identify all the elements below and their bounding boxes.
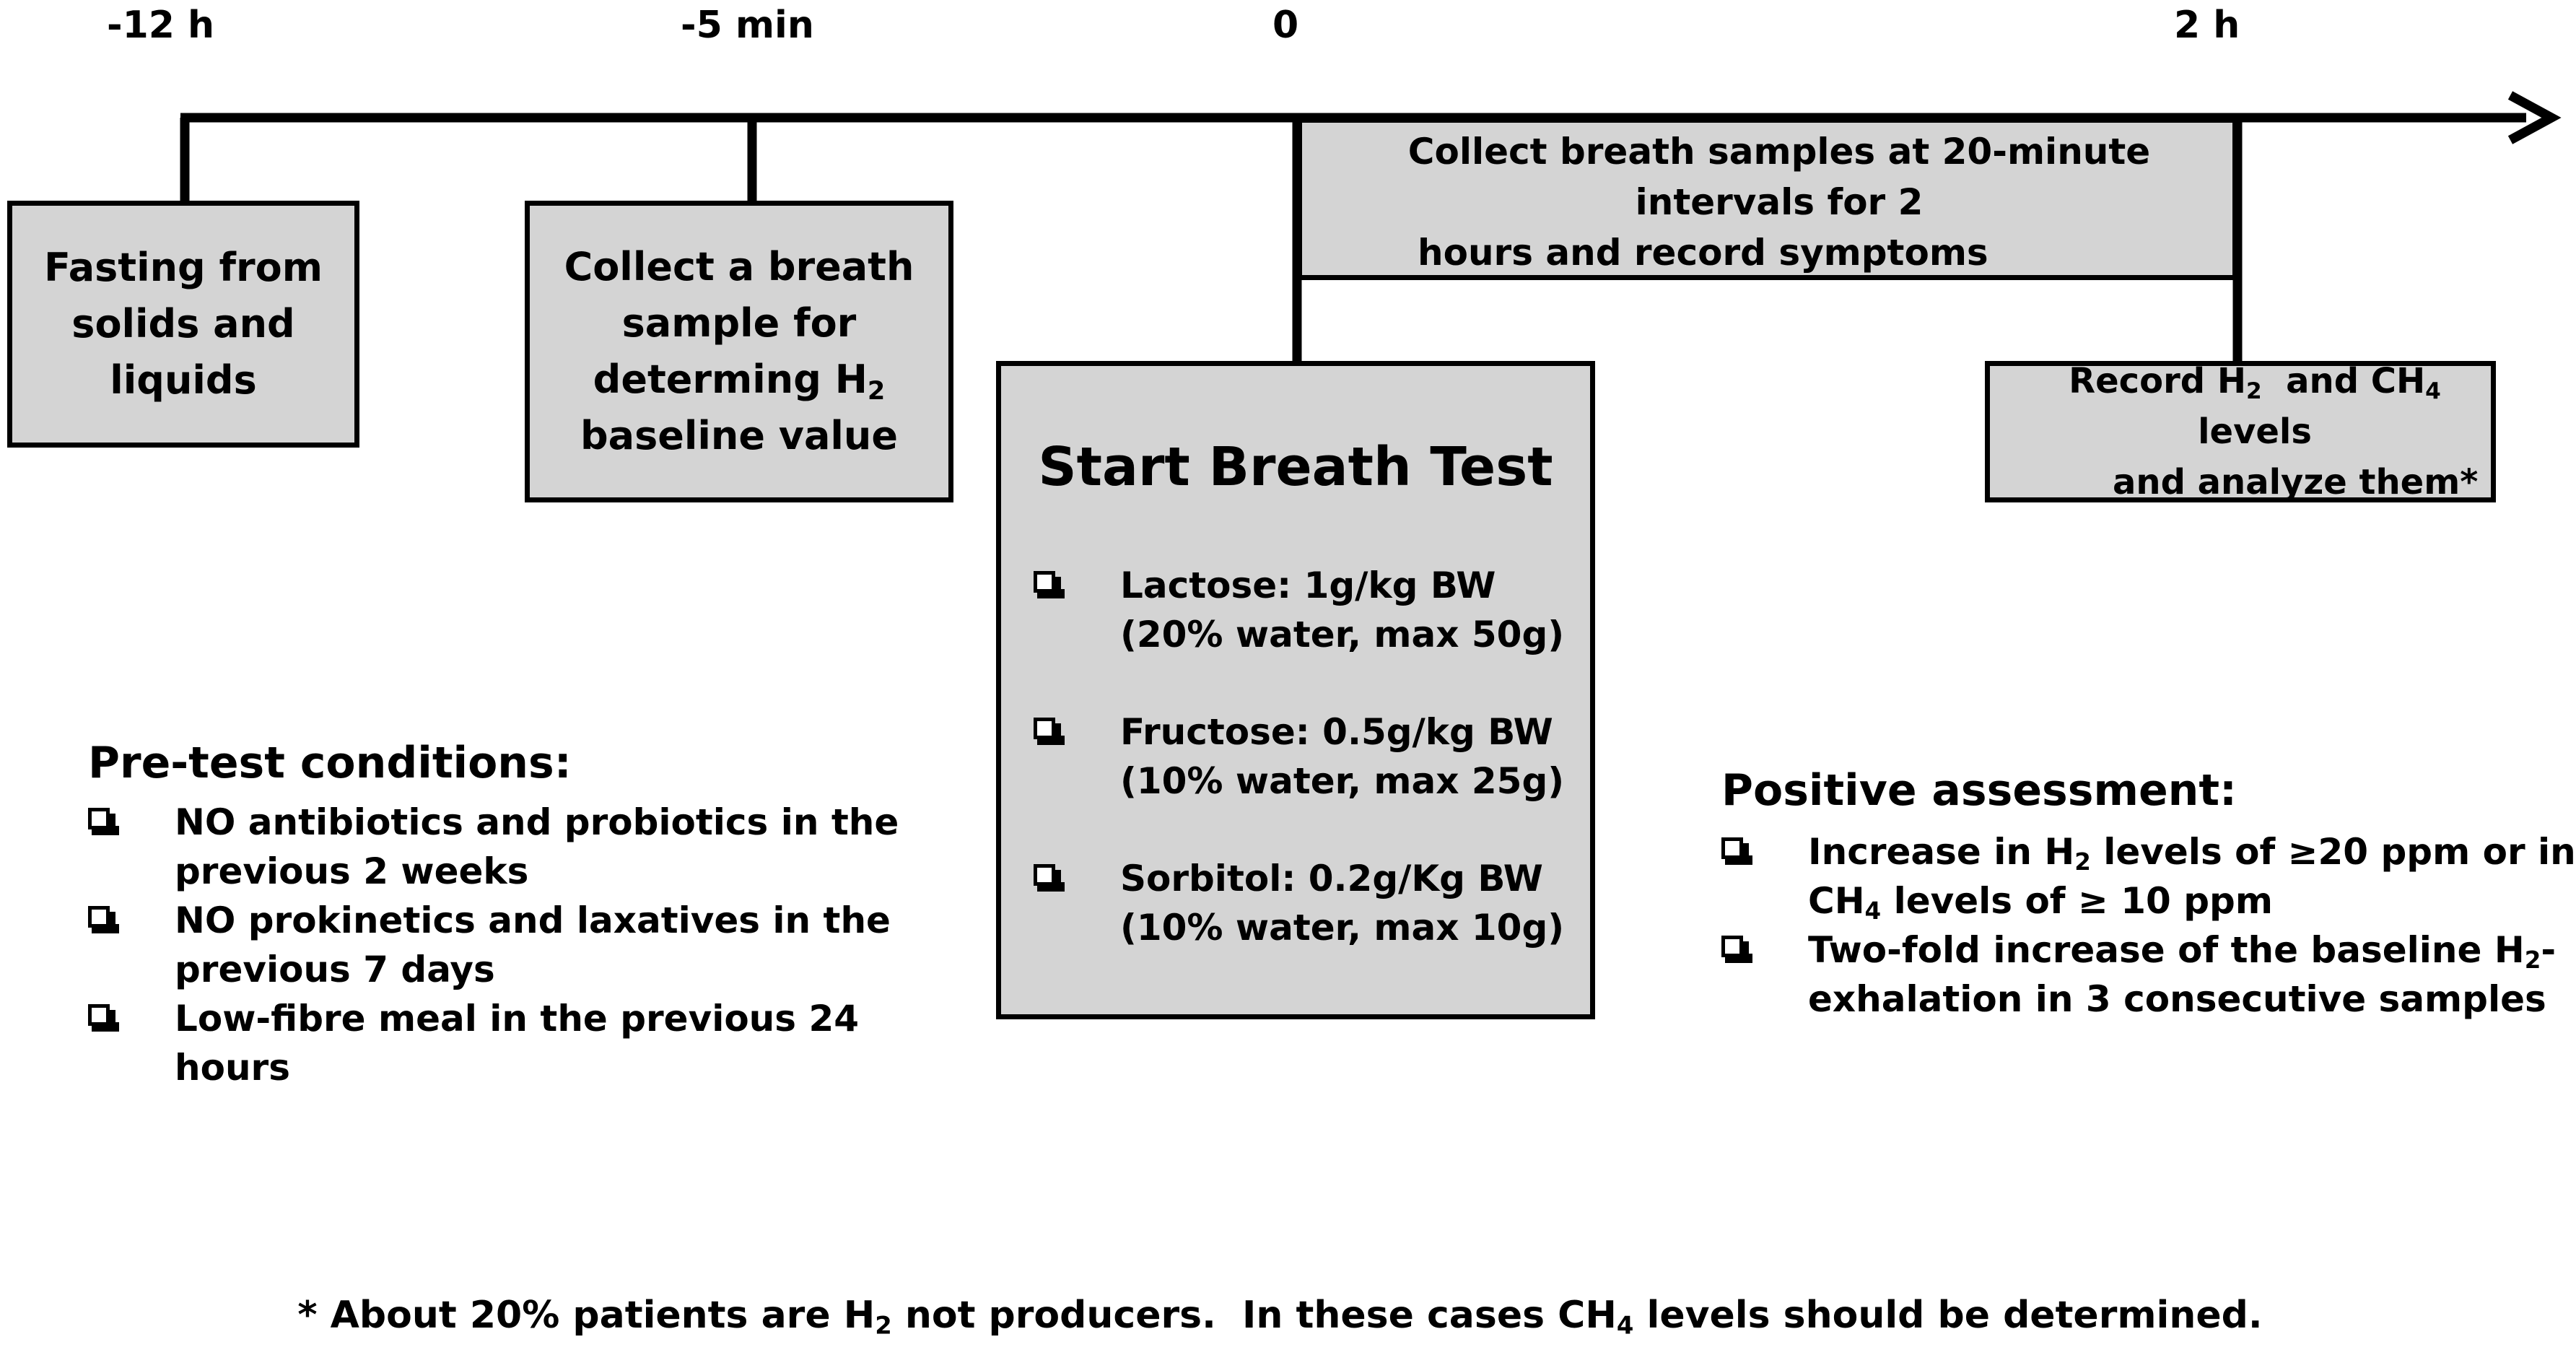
lactose-line-2: (20% water, max 50g) — [1120, 614, 1565, 655]
pretest-item-prokinetics: NO prokinetics and laxatives in the prev… — [88, 896, 891, 997]
checkbox-icon — [88, 906, 119, 933]
record-line-2: and analyze them* — [2113, 462, 2479, 502]
record-levels-box: Record H2 and CH4 levels and analyze the… — [1985, 361, 2496, 502]
record-line-1-b: and CH — [2261, 361, 2426, 401]
pretest-title: Pre-test conditions: — [88, 738, 572, 788]
checkbox-icon — [1721, 837, 1752, 865]
record-line-1: Record H2 and CH4 levels — [2019, 356, 2491, 457]
fasting-line-3: liquids — [110, 357, 257, 403]
positive-assessment-title: Positive assessment: — [1721, 765, 2237, 816]
record-line-1-sub-1: 2 — [2246, 378, 2262, 404]
checkbox-icon — [1034, 571, 1065, 598]
tick-label-zero: 0 — [1272, 4, 1299, 47]
footnote-part-c: levels should be determined. — [1633, 1294, 2263, 1337]
positive-item-2-line-1-sub: 2 — [2524, 946, 2541, 975]
positive-item-1-line-2-b: levels of ≥ 10 ppm — [1881, 880, 2273, 922]
sorbitol-line-2: (10% water, max 10g) — [1120, 907, 1565, 949]
checkbox-icon — [1721, 936, 1752, 963]
lactose-line-1: Lactose: 1g/kg BW — [1120, 565, 1496, 606]
positive-item-1-line-1-a: Increase in H — [1808, 831, 2075, 873]
pretest-item-antibiotics: NO antibiotics and probiotics in the pre… — [88, 798, 899, 899]
tick-label-minus-5min: -5 min — [681, 4, 814, 47]
substrate-item-fructose: Fructose: 0.5g/kg BW (10% water, max 25g… — [1034, 707, 1568, 809]
positive-item-1-line-2-a: CH — [1808, 880, 1865, 922]
start-breath-test-title: Start Breath Test — [1038, 436, 1553, 498]
positive-item-1-line-1-sub: 2 — [2074, 848, 2091, 876]
baseline-line-3: determing H2 — [593, 352, 886, 408]
substrate-item-lactose: Lactose: 1g/kg BW (20% water, max 50g) — [1034, 561, 1568, 662]
positive-item-1-line-1: Increase in H2 levels of ≥20 ppm or in — [1808, 827, 2576, 876]
pretest-item-2-line-1: NO prokinetics and laxatives in the — [175, 899, 891, 941]
positive-item-2-line-1-a: Two-fold increase of the baseline H — [1808, 929, 2525, 971]
footnote-sub-2: 4 — [1616, 1311, 1634, 1340]
pretest-item-2-line-2: previous 7 days — [175, 949, 495, 990]
pretest-item-low-fibre: Low-fibre meal in the previous 24 hours — [88, 994, 859, 1095]
fasting-line-2: solids and — [71, 301, 295, 347]
collect-samples-box: Collect breath samples at 20-minute inte… — [1297, 118, 2237, 280]
checkbox-icon — [88, 1004, 119, 1032]
baseline-line-3-text: determing H — [593, 357, 868, 402]
fructose-line-1: Fructose: 0.5g/kg BW — [1120, 711, 1553, 753]
fasting-box: Fasting from solids and liquids — [7, 201, 359, 448]
tick-label-minus-12h: -12 h — [107, 4, 215, 47]
collect-line-2: hours and record symptoms — [1418, 231, 1988, 274]
checkbox-icon — [88, 808, 119, 835]
substrate-item-sorbitol: Sorbitol: 0.2g/Kg BW (10% water, max 10g… — [1034, 854, 1568, 955]
pretest-item-3-line-1: Low-fibre meal in the previous 24 — [175, 998, 860, 1040]
record-line-1-sub-2: 4 — [2425, 378, 2441, 404]
pretest-item-3-line-2: hours — [175, 1047, 290, 1089]
positive-item-1-line-2: CH4 levels of ≥ 10 ppm — [1808, 876, 2273, 925]
sorbitol-line-1: Sorbitol: 0.2g/Kg BW — [1120, 858, 1543, 899]
positive-item-2-line-1: Two-fold increase of the baseline H2- — [1808, 925, 2556, 975]
baseline-line-1: Collect a breath — [564, 244, 914, 289]
positive-item-1-line-2-sub: 4 — [1864, 897, 1882, 925]
footnote-part-a: * About 20% patients are H — [297, 1294, 876, 1337]
tick-label-2h: 2 h — [2174, 4, 2240, 47]
record-line-1-c: levels — [2198, 411, 2312, 452]
positive-item-1-line-1-b: levels of ≥20 ppm or in — [2090, 831, 2576, 873]
timeline-arrowhead — [2507, 91, 2562, 144]
fructose-line-2: (10% water, max 25g) — [1120, 760, 1565, 802]
baseline-line-2: sample for — [621, 300, 857, 346]
footnote: * About 20% patients are H2 not producer… — [0, 1294, 2560, 1340]
collect-line-1: Collect breath samples at 20-minute inte… — [1407, 130, 2151, 223]
footnote-part-b: not producers. In these cases CH — [891, 1294, 1617, 1337]
footnote-sub-1: 2 — [875, 1311, 892, 1340]
baseline-line-3-subscript: 2 — [867, 375, 886, 406]
pretest-item-1-line-1: NO antibiotics and probiotics in the — [175, 801, 899, 843]
positive-item-two-fold: Two-fold increase of the baseline H2- ex… — [1721, 925, 2556, 1027]
start-breath-test-box: Start Breath Test Lactose: 1g/kg BW (20%… — [996, 361, 1595, 1019]
pretest-item-1-line-2: previous 2 weeks — [175, 850, 529, 892]
positive-item-increase: Increase in H2 levels of ≥20 ppm or in C… — [1721, 827, 2576, 928]
checkbox-icon — [1034, 864, 1065, 892]
positive-item-2-line-1-b: - — [2541, 929, 2557, 971]
checkbox-icon — [1034, 718, 1065, 745]
record-line-1-a: Record H — [2069, 361, 2246, 401]
fasting-line-1: Fasting from — [43, 245, 323, 290]
baseline-sample-box: Collect a breath sample for determing H2… — [525, 201, 953, 502]
positive-item-2-line-2: exhalation in 3 consecutive samples — [1808, 978, 2546, 1020]
baseline-line-4: baseline value — [580, 413, 898, 458]
